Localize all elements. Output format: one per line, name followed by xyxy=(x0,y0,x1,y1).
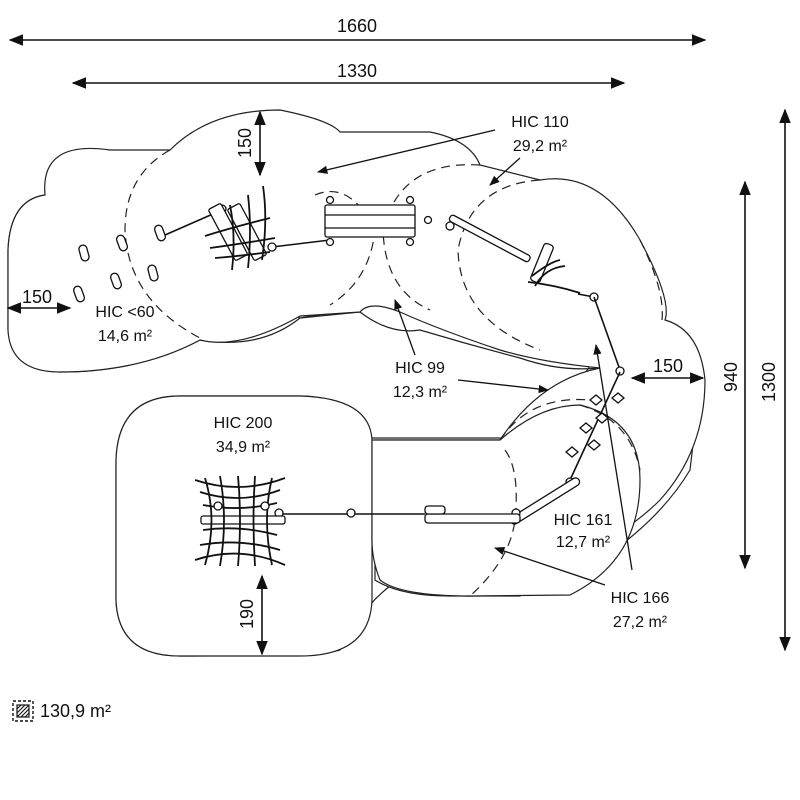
zone-outline-lower xyxy=(115,395,373,657)
dim-margin-bottom: 190 xyxy=(237,599,257,629)
zone-area-lt60: 14,6 m² xyxy=(98,328,153,345)
equipment-bridge xyxy=(324,195,433,247)
zone-hic-166: HIC 166 xyxy=(611,590,670,607)
dim-depth-outer: 1300 xyxy=(759,362,779,402)
zone-area-110: 29,2 m² xyxy=(513,138,568,155)
zone-contours-dashed xyxy=(124,149,663,597)
zone-area-166: 27,2 m² xyxy=(613,614,668,631)
zone-area-200: 34,9 m² xyxy=(216,439,271,456)
equipment-upper-left xyxy=(72,185,331,303)
dim-margin-left: 150 xyxy=(22,287,52,307)
dim-depth-right: 940 xyxy=(721,362,741,392)
safety-zones xyxy=(7,109,706,657)
zone-area-161: 12,7 m² xyxy=(556,534,611,551)
dimension-lines xyxy=(6,34,791,656)
total-area-value: 130,9 m² xyxy=(40,700,112,721)
leader-lines xyxy=(316,129,633,586)
hatched-area-icon xyxy=(12,700,34,722)
equipment-stepping-path xyxy=(509,371,626,525)
dim-width-outer: 1660 xyxy=(337,16,377,36)
equipment-upper-right xyxy=(445,214,625,376)
dim-margin-right: 150 xyxy=(653,356,683,376)
area-legend: 130,9 m² xyxy=(12,699,111,723)
zone-hic-99: HIC 99 xyxy=(395,360,445,377)
stepping-posts xyxy=(72,224,167,303)
zone-hic-200: HIC 200 xyxy=(214,415,273,432)
dim-width-inner: 1330 xyxy=(337,61,377,81)
zone-area-99: 12,3 m² xyxy=(393,384,448,401)
dim-margin-top: 150 xyxy=(235,128,255,158)
zone-hic-lt60: HIC <60 xyxy=(95,304,154,321)
equipment-lower xyxy=(194,475,521,567)
zone-hic-110: HIC 110 xyxy=(511,114,569,131)
zone-hic-161: HIC 161 xyxy=(554,512,613,529)
